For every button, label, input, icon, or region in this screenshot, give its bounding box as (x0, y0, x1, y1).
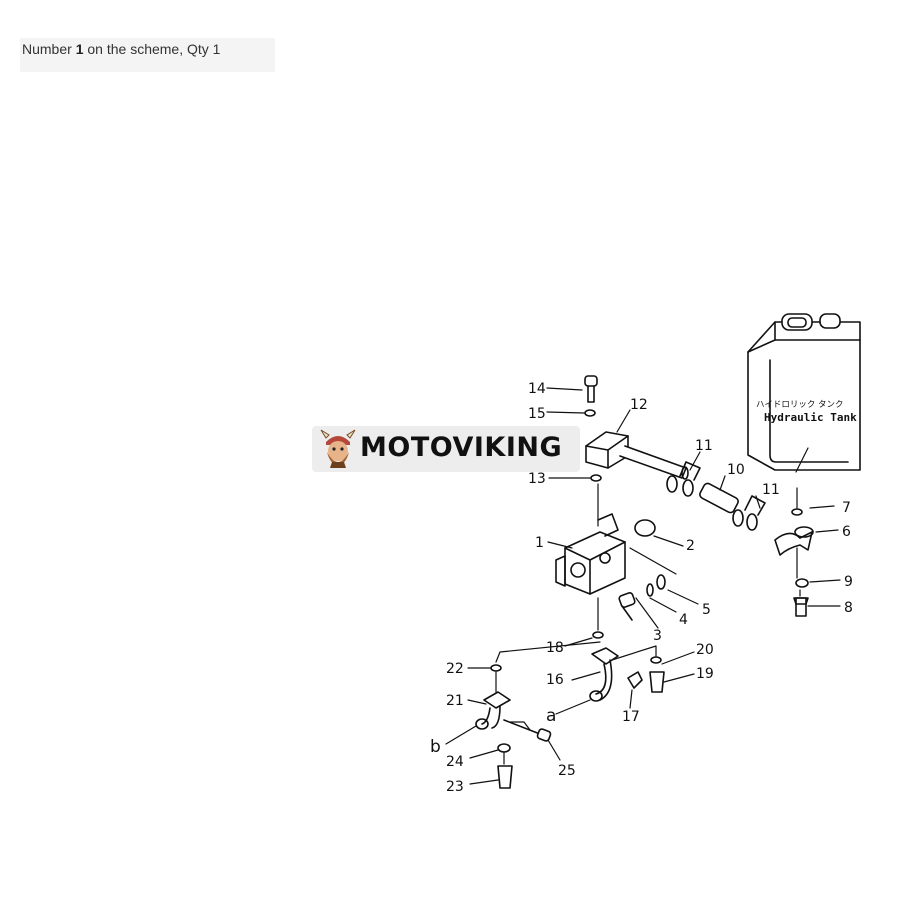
caption-prefix: Number (22, 41, 76, 57)
callout-20: 20 (696, 642, 714, 658)
elbow-16 (589, 647, 619, 702)
diagram-background (20, 170, 898, 802)
callout-11-lower: 11 (762, 482, 780, 498)
callout-12: 12 (630, 397, 648, 413)
callout-4: 4 (679, 612, 688, 628)
part-caption: Number 1 on the scheme, Qty 1 (22, 41, 220, 57)
washer-24 (497, 743, 511, 753)
callout-16: 16 (546, 672, 564, 688)
callout-9: 9 (844, 574, 853, 590)
leader-lines (445, 387, 841, 785)
fitting-25 (536, 728, 552, 742)
hose-10 (666, 461, 766, 531)
callout-15: 15 (528, 406, 546, 422)
callout-8: 8 (844, 600, 853, 616)
plug-17 (627, 671, 643, 689)
callout-24: 24 (446, 754, 464, 770)
callout-b: b (430, 737, 441, 757)
watermark-text: MOTOVIKING (360, 432, 563, 463)
o-ring-13 (590, 474, 602, 482)
washer-15 (584, 409, 596, 417)
return-pipe-12 (585, 431, 689, 480)
hydraulic-tank (747, 313, 861, 471)
o-ring-22 (490, 664, 502, 672)
callout-18: 18 (546, 640, 564, 656)
hydraulic-pump-1 (555, 513, 626, 595)
elbow-21 (475, 691, 541, 735)
o-ring-20 (650, 656, 662, 664)
callout-7: 7 (842, 500, 851, 516)
bolt-3 (618, 592, 636, 621)
bolt-19 (649, 671, 665, 693)
callout-a: a (546, 706, 556, 726)
callout-6: 6 (842, 524, 851, 540)
caption-suffix: on the scheme, Qty 1 (83, 41, 221, 57)
callout-25: 25 (558, 763, 576, 779)
callout-1: 1 (535, 535, 544, 551)
bolt-14 (584, 375, 598, 403)
callout-5: 5 (702, 602, 711, 618)
callout-2: 2 (686, 538, 695, 554)
tank-label-en: Hydraulic Tank (764, 411, 857, 424)
connection-lines (495, 483, 801, 765)
watermark-banner: MOTOVIKING (312, 426, 580, 472)
caption-box: Number 1 on the scheme, Qty 1 (20, 38, 275, 72)
callout-19: 19 (696, 666, 714, 682)
bolt-23 (497, 765, 513, 789)
callout-numbers: 1 2 3 4 5 6 7 8 9 10 11 11 12 13 14 15 1… (430, 381, 853, 795)
callout-11-upper: 11 (695, 438, 713, 454)
washer-4 (646, 583, 654, 597)
callout-13: 13 (528, 471, 546, 487)
callout-17: 17 (622, 709, 640, 725)
callout-21: 21 (446, 693, 464, 709)
callout-23: 23 (446, 779, 464, 795)
viking-mascot-icon (320, 429, 356, 468)
callout-14: 14 (528, 381, 546, 397)
callout-3: 3 (653, 628, 662, 644)
caption-part-number: 1 (75, 41, 84, 57)
elbow-6 (774, 508, 814, 617)
o-ring-5 (656, 574, 666, 590)
o-ring-18 (592, 631, 604, 639)
tank-label-jp: ハイドロリック タンク (756, 400, 844, 410)
callout-10: 10 (727, 462, 745, 478)
callout-22: 22 (446, 661, 464, 677)
o-ring-2 (634, 519, 656, 537)
